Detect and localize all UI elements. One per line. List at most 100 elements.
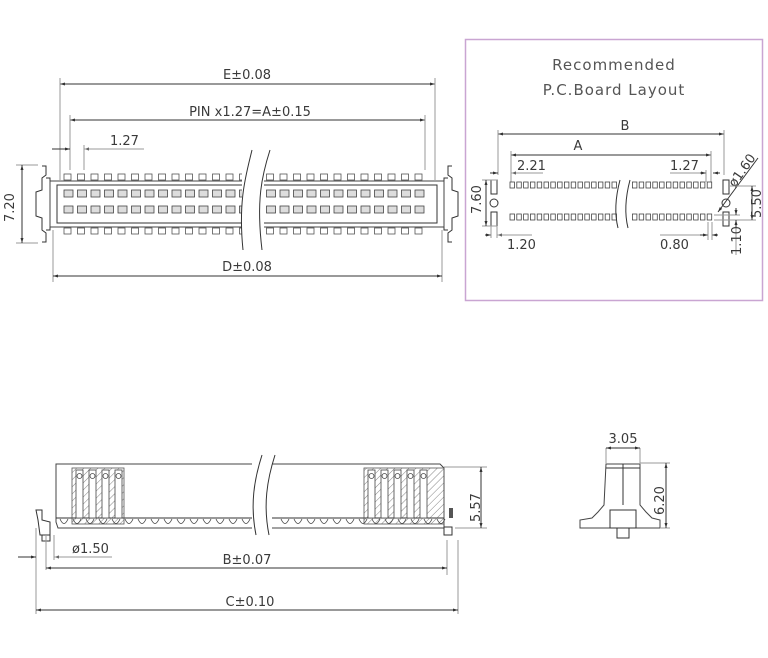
side-dim-height: 5.57 [469, 493, 484, 522]
contact-cell [347, 205, 357, 214]
left-latch [35, 165, 47, 243]
contact-slot [88, 469, 97, 519]
pcb-dim-pad-h: 1.10 [730, 226, 745, 255]
side-dim-b: B±0.07 [223, 553, 272, 568]
contact-cell [279, 205, 290, 214]
contact-cell [320, 205, 330, 214]
contact-cell [131, 205, 141, 214]
pcb-pad-rows [509, 181, 713, 221]
right-peg-hole [721, 198, 731, 208]
pcb-pad [536, 213, 543, 221]
pcb-pad [550, 181, 556, 189]
bottom-pin-tab [144, 227, 153, 235]
pcb-pad [550, 213, 556, 221]
contact-tail [176, 518, 186, 524]
pcb-dim-pitch: 1.27 [670, 159, 699, 174]
side-dim-c: C±0.10 [226, 595, 275, 610]
contact-cell [387, 189, 398, 198]
contact-tail [137, 518, 147, 524]
contact-cell [212, 189, 222, 198]
contact-tail [436, 518, 446, 524]
pcb-pad [509, 213, 515, 221]
contact-tail [202, 518, 212, 524]
contact-cell [320, 189, 330, 198]
contact-cell [90, 189, 101, 198]
contact-tail [85, 518, 95, 524]
dim-pin-label: PIN x1.27=A±0.15 [189, 105, 311, 120]
contact-tail [280, 518, 290, 524]
contact-tail [189, 518, 199, 524]
pcb-dim-pad-gap: 0.80 [660, 238, 689, 253]
bottom-pin-tab [117, 227, 126, 235]
contact-cell [144, 189, 155, 198]
pcb-pad [564, 213, 570, 221]
contact-tail [59, 518, 69, 524]
top-pin-tab [306, 173, 315, 181]
top-pin-tab [117, 173, 126, 181]
pcb-pad [666, 181, 672, 189]
pcb-pad [509, 181, 515, 189]
contact-cell [117, 205, 128, 214]
contact-cell [104, 205, 114, 214]
bottom-pin-tab [104, 227, 112, 235]
bottom-pin-tab [414, 227, 423, 235]
contact-cell [306, 189, 317, 198]
pcb-pad [611, 181, 617, 189]
contact-cell [360, 189, 371, 198]
top-pin-tab [77, 173, 85, 181]
dim-e-label: E±0.08 [223, 68, 271, 83]
right-peg-pad-bottom [722, 211, 730, 227]
contact-tail [163, 518, 173, 524]
pcb-pad [686, 181, 692, 189]
pcb-pad [652, 213, 658, 221]
dim-d-label: D±0.08 [222, 260, 272, 275]
bottom-pin-tab [279, 227, 288, 235]
top-pin-tab [131, 173, 139, 181]
end-dim-height: 6.20 [653, 486, 668, 515]
bottom-pin-tab [198, 227, 207, 235]
top-pin-rows [63, 173, 425, 235]
contact-cell [171, 205, 182, 214]
pcb-pad [666, 213, 672, 221]
top-view: E±0.08 PIN x1.27=A±0.15 1.27 7.20 [3, 68, 459, 282]
pcb-pad [598, 213, 604, 221]
contact-slot [393, 469, 402, 519]
pcb-pad [543, 181, 549, 189]
pcb-pad [577, 181, 583, 189]
contact-tail [241, 518, 251, 524]
bottom-pin-tab [185, 227, 193, 235]
contact-tail [72, 518, 82, 524]
pcb-pad [632, 181, 638, 189]
pcb-pad [652, 181, 658, 189]
bottom-pin-tab [306, 227, 315, 235]
pcb-pad [706, 181, 713, 189]
contact-tail [124, 518, 134, 524]
contact-tail [215, 518, 225, 524]
contact-tail [332, 518, 342, 524]
contact-cell [279, 189, 290, 198]
pcb-pad [638, 181, 645, 189]
contact-cell [414, 189, 425, 198]
end-view: 3.05 6.20 [579, 432, 670, 539]
pcb-pad [530, 181, 536, 189]
bottom-pin-tab [333, 227, 342, 235]
contact-cell [401, 189, 411, 198]
contact-cell [347, 189, 357, 198]
top-pin-tab [212, 173, 220, 181]
pcb-pad [645, 181, 651, 189]
pcb-pad [584, 181, 590, 189]
pcb-pad [700, 213, 706, 221]
contact-tail [306, 518, 316, 524]
top-pin-tab [279, 173, 288, 181]
bottom-pin-tab [171, 227, 180, 235]
contact-cell [374, 189, 384, 198]
contact-hook [76, 473, 83, 479]
right-latch [447, 165, 459, 243]
top-pin-tab [158, 173, 166, 181]
contact-cell [360, 205, 371, 214]
contact-hook [381, 473, 388, 479]
pcb-pad [523, 181, 529, 189]
pcb-title-line2: P.C.Board Layout [543, 81, 686, 99]
pcb-layout-panel: Recommended P.C.Board Layout B A 2.21 1.… [464, 38, 765, 302]
